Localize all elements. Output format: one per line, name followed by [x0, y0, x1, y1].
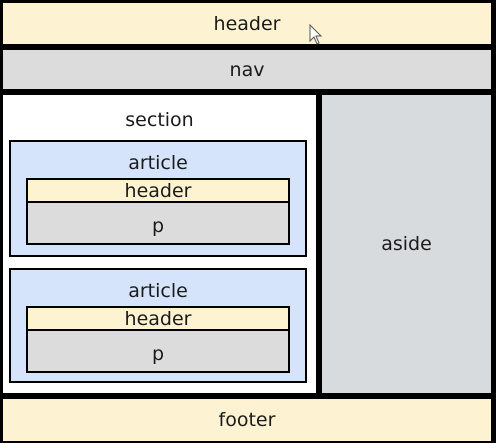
footer-label: footer [218, 409, 276, 431]
article-block: article header p [9, 140, 307, 257]
nav-label: nav [229, 58, 265, 81]
article-header-label: header [124, 307, 192, 330]
article-label: article [128, 152, 188, 174]
aside-label: aside [381, 233, 432, 255]
article-block: article header p [9, 268, 307, 383]
article-header-label: header [124, 179, 192, 202]
paragraph-label: p [151, 215, 165, 237]
aside-block: aside [322, 95, 491, 393]
section-block: section article header p article header … [3, 95, 316, 393]
footer-block: footer [3, 399, 491, 441]
paragraph-block: p [26, 201, 290, 245]
mouse-cursor-icon [309, 24, 323, 45]
page-header-label: header [213, 12, 281, 35]
article-label: article [128, 280, 188, 302]
paragraph-label: p [151, 343, 165, 365]
article-header-block: header [26, 178, 290, 203]
section-label: section [125, 109, 194, 131]
nav-block: nav [3, 50, 491, 89]
paragraph-block: p [26, 329, 290, 373]
article-header-block: header [26, 306, 290, 331]
page-header-block: header [3, 3, 491, 44]
